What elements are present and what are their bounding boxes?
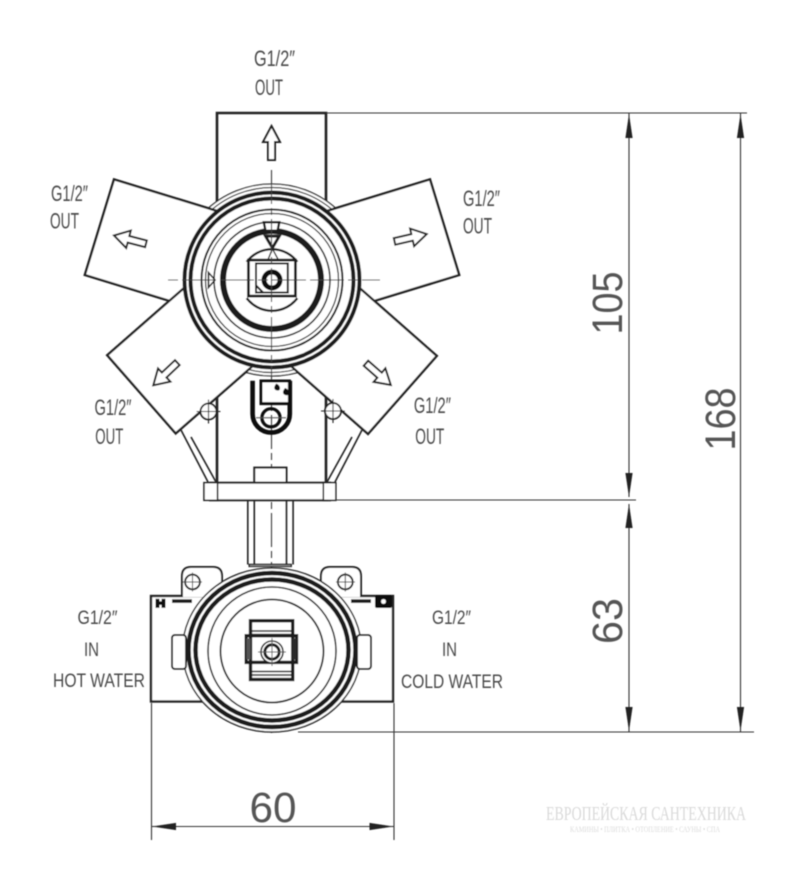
- svg-text:G1/2″: G1/2″: [95, 395, 132, 420]
- svg-text:G1/2″: G1/2″: [463, 186, 500, 211]
- svg-text:HOT WATER: HOT WATER: [53, 671, 145, 692]
- svg-text:OUT: OUT: [255, 75, 283, 100]
- svg-text:IN: IN: [442, 640, 457, 661]
- svg-text:168: 168: [697, 388, 745, 451]
- svg-text:G1/2″: G1/2″: [254, 46, 295, 71]
- svg-text:OUT: OUT: [415, 424, 444, 449]
- svg-text:КАМИНЫ • ПЛИТКА • ОТОПЛЕНИЕ •: КАМИНЫ • ПЛИТКА • ОТОПЛЕНИЕ • САУНЫ • СП…: [570, 824, 721, 834]
- svg-text:OUT: OUT: [50, 209, 79, 234]
- svg-text:G1/2″: G1/2″: [78, 608, 118, 629]
- svg-text:IN: IN: [84, 640, 99, 661]
- svg-text:G1/2″: G1/2″: [51, 181, 88, 206]
- svg-text:60: 60: [250, 784, 297, 832]
- svg-text:G1/2″: G1/2″: [432, 608, 471, 629]
- svg-text:ЕВРОПЕЙСКАЯ САНТЕХНИКА: ЕВРОПЕЙСКАЯ САНТЕХНИКА: [546, 802, 746, 825]
- svg-text:OUT: OUT: [95, 424, 123, 449]
- svg-text:OUT: OUT: [463, 214, 492, 239]
- svg-text:G1/2″: G1/2″: [414, 393, 451, 418]
- svg-text:COLD WATER: COLD WATER: [401, 672, 503, 693]
- svg-text:105: 105: [584, 272, 632, 335]
- svg-text:63: 63: [584, 598, 632, 644]
